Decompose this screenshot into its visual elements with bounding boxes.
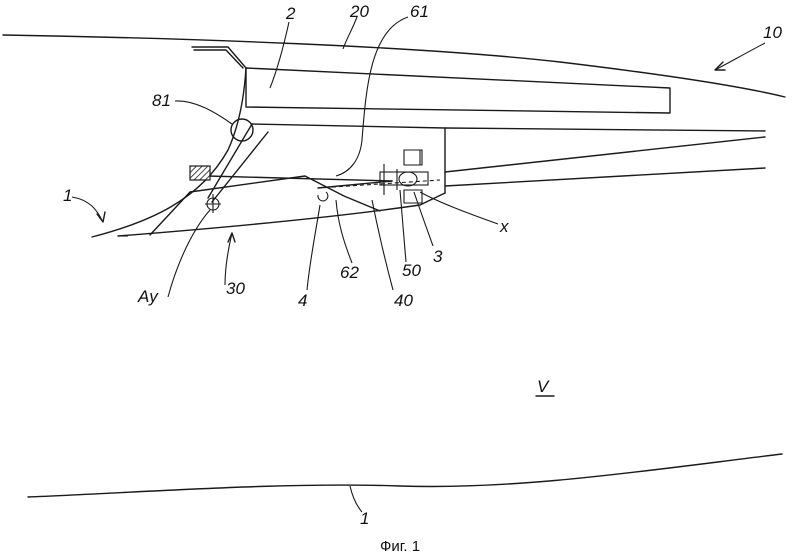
panel-40-slot-bottom [403, 189, 423, 204]
label-4: 4 [298, 291, 307, 310]
leader-40 [371, 199, 394, 291]
pivot-ay-cross [205, 194, 221, 213]
leader-3 [413, 191, 434, 247]
slider-50 [379, 171, 429, 186]
label-1-bottom: 1 [360, 509, 369, 528]
pivot-4 [317, 191, 329, 202]
slider-pin [398, 171, 418, 187]
leader-4 [306, 204, 321, 291]
label-50: 50 [402, 261, 421, 280]
link-line-b [211, 131, 269, 203]
leader-2 [269, 21, 290, 89]
pivot-81 [230, 118, 254, 142]
leader-1-bottom [349, 485, 363, 513]
hatched-block [189, 165, 211, 181]
cowl-1-upper [91, 67, 247, 238]
label-20: 20 [349, 2, 369, 21]
rod-61 [207, 175, 393, 182]
leader-61 [335, 16, 409, 177]
label-v: V [537, 377, 550, 396]
body-line-mid [444, 136, 766, 173]
label-81: 81 [152, 91, 171, 110]
leader-x [419, 191, 499, 225]
figure-caption: Фиг. 1 [380, 538, 420, 555]
leader-30-arrow [227, 232, 236, 243]
body-line-upper [251, 123, 766, 132]
label-10: 10 [763, 23, 782, 42]
lower-skin-30 [117, 192, 446, 237]
label-61: 61 [410, 2, 429, 21]
label-62: 62 [340, 263, 359, 282]
label-40: 40 [394, 291, 413, 310]
leader-1-top-arrow [96, 211, 106, 223]
upper-hook [191, 46, 247, 69]
link-line-c [149, 175, 381, 236]
label-ay: Ay [137, 287, 159, 306]
rod-61-dash [317, 179, 441, 189]
label-3: 3 [433, 247, 443, 266]
beam-2 [245, 67, 671, 114]
leader-ay [167, 209, 211, 298]
leader-50 [399, 189, 407, 263]
label-1-top: 1 [63, 186, 72, 205]
leader-1-top [71, 196, 104, 223]
upper-skin-20 [2, 34, 786, 98]
slider-axis [383, 164, 398, 195]
link-line-a [207, 123, 253, 199]
panel-40-slot-top [403, 149, 423, 166]
body-line-lower [444, 167, 766, 187]
cowl-1-lower [27, 453, 783, 498]
leader-10-arrow [714, 61, 726, 71]
label-2: 2 [285, 4, 296, 23]
label-30: 30 [226, 279, 245, 298]
leader-20 [342, 16, 358, 50]
leader-81 [174, 100, 233, 125]
label-x: x [499, 217, 509, 236]
leader-62 [335, 199, 353, 264]
leader-30 [224, 232, 233, 286]
leader-10 [714, 42, 766, 71]
